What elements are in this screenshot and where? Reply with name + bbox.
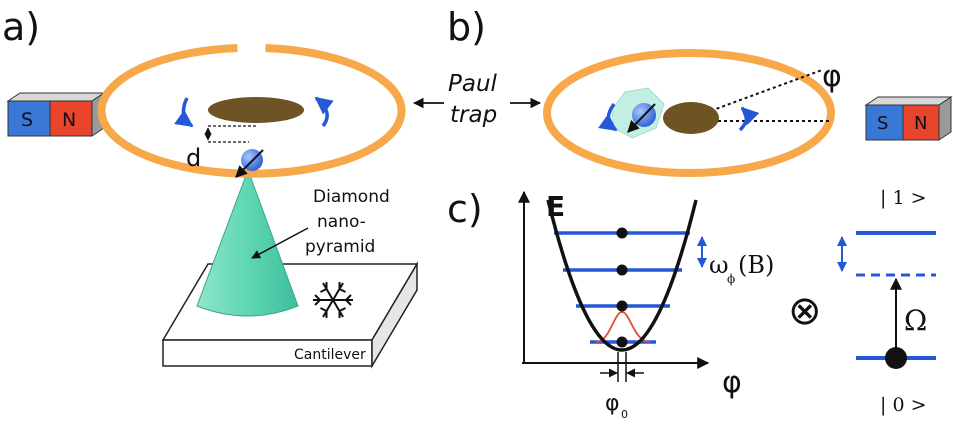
level-marker-1 <box>616 336 628 348</box>
cantilever: Cantilever <box>161 261 419 369</box>
panel-c: E φ φ 0 ω ϕ (B) ⊗ | 1 > | 0 > <box>518 187 936 421</box>
ket-0-label: | 0 > <box>880 394 927 416</box>
magnet-a: S N <box>6 92 106 137</box>
panel-label-c: c) <box>447 187 483 231</box>
panel-label-a: a) <box>2 5 40 49</box>
magnet-n-label: N <box>62 109 76 131</box>
spin-arrow-b <box>627 103 656 133</box>
rabi-frequency-label: Ω <box>904 304 927 337</box>
angle-tilted-line <box>693 69 823 118</box>
cantilever-label: Cantilever <box>294 347 366 363</box>
phi0-subscript: 0 <box>621 408 628 421</box>
rotation-arrow-left-b <box>598 102 618 132</box>
rotation-arrow-right-a <box>314 96 334 128</box>
phi0-label: φ <box>605 391 620 416</box>
magnet-b: S N <box>864 96 953 141</box>
magnet-b-n-label: N <box>914 113 927 134</box>
rotation-arrow-right-b <box>738 106 760 132</box>
pyramid-pointer-arrow <box>251 227 309 259</box>
ket-1-label: | 1 > <box>880 187 927 209</box>
omega-subscript: ϕ <box>727 272 735 286</box>
distance-label: d <box>186 144 201 172</box>
level-marker-2 <box>616 300 628 312</box>
paul-trap-ring-b <box>543 49 835 177</box>
pyramid-label-2: nano- <box>317 212 366 232</box>
panel-label-b: b) <box>447 5 486 49</box>
panel-a: S N Cantilever <box>6 44 419 369</box>
level-marker-4 <box>616 227 628 239</box>
trapped-particle-disk-a <box>208 97 304 123</box>
level-marker-3 <box>616 264 628 276</box>
rotation-arrow-left-a <box>174 97 194 128</box>
panel-b: φ S N <box>543 49 953 177</box>
angle-axis-label: φ <box>722 365 742 400</box>
paul-trap-label-line2: trap <box>450 102 497 128</box>
magnet-b-south-pole <box>865 104 904 141</box>
snowflake-icon <box>313 282 353 318</box>
magnet-north-pole <box>49 100 93 137</box>
qubit-population-marker <box>885 347 907 369</box>
spin-arrow-a <box>235 149 264 178</box>
paul-trap-ring-a <box>97 44 406 178</box>
wave-packet <box>595 311 651 343</box>
omega-argument: (B) <box>738 251 774 279</box>
paul-trap-label-line1: Paul <box>448 71 498 97</box>
magnet-b-s-label: S <box>877 113 888 134</box>
diamond-nano-pyramid <box>196 168 299 317</box>
distance-marker: d <box>186 125 256 172</box>
angle-phi-label: φ <box>822 59 842 94</box>
omega-label: ω <box>709 251 729 279</box>
pyramid-label-3: pyramid <box>305 237 375 257</box>
paul-trap-label: Paul trap <box>412 71 542 128</box>
potential-well <box>546 199 698 352</box>
pyramid-label-1: Diamond <box>313 187 390 207</box>
tensor-product-symbol: ⊗ <box>788 288 822 334</box>
magnet-b-north-pole <box>902 104 940 141</box>
magnet-s-label: S <box>21 109 33 131</box>
trapped-particle-disk-b <box>663 102 719 134</box>
